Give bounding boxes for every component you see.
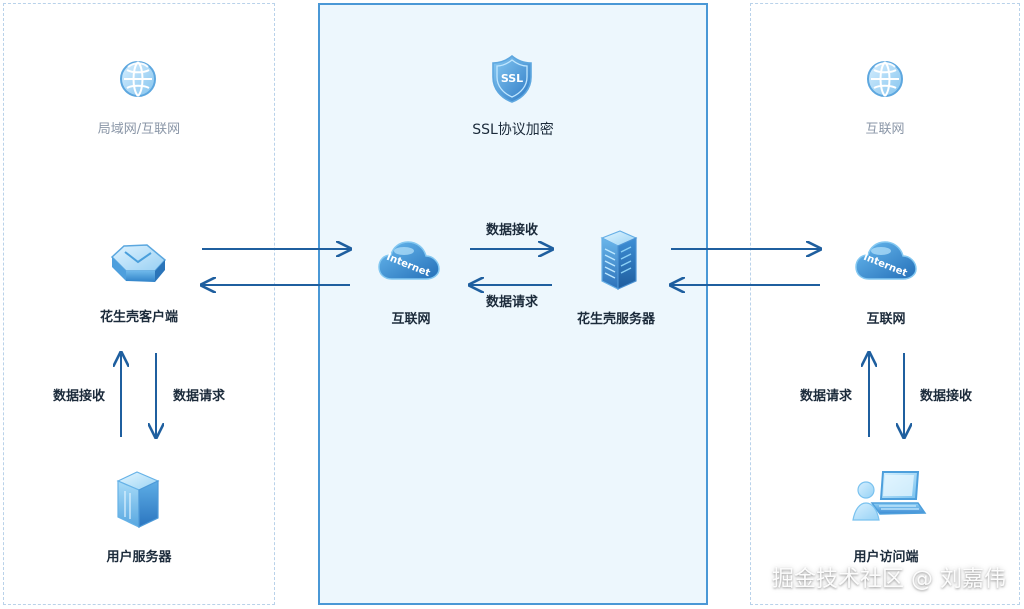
left-request-label: 数据请求 [172,389,226,404]
center-internet-label: 互联网 [391,312,431,327]
left-network-label: 局域网/互联网 [97,122,181,137]
ssl-shield-text: SSL [501,72,523,85]
left-receive-label: 数据接收 [52,389,106,404]
user-access-icon [852,471,927,521]
ssl-shield-icon: SSL [492,54,532,103]
left-user-server-label: 用户服务器 [106,550,172,565]
internet-cloud-icon: Internet [378,241,440,280]
right-access-label: 用户访问端 [853,550,919,565]
right-receive-label: 数据接收 [919,389,973,404]
right-internet-cloud-icon: Internet [855,241,917,280]
left-network-panel [3,3,275,605]
right-network-panel [750,3,1020,605]
ssl-label: SSL协议加密 [472,122,554,138]
huasheng-server-icon [600,230,638,290]
center-ssl-panel [318,3,708,605]
right-request-label: 数据请求 [799,389,853,404]
router-client-icon [110,244,167,282]
right-globe-icon [867,61,903,97]
globe-icon [120,61,156,97]
right-network-label: 互联网 [865,122,905,137]
right-internet-label: 互联网 [866,312,906,327]
left-client-label: 花生壳客户端 [99,310,179,325]
watermark-text: 掘金技术社区 @ 刘嘉伟 [772,567,1006,592]
center-receive-label: 数据接收 [485,223,539,238]
center-request-label: 数据请求 [485,295,539,310]
center-server-label: 花生壳服务器 [576,312,656,327]
user-server-icon [116,471,160,528]
